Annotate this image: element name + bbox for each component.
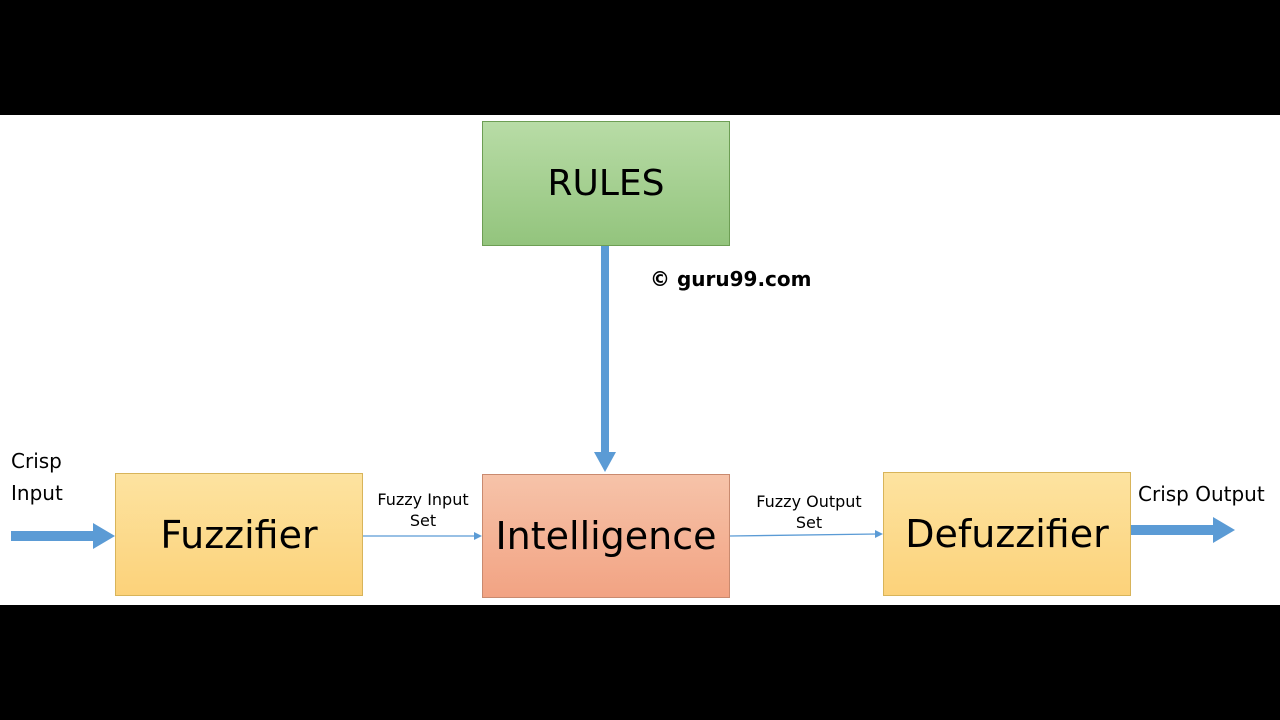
fuzzy-input-set-label: Fuzzy Input Set	[377, 490, 469, 530]
intelligence-label: Intelligence	[495, 514, 717, 558]
crisp-output-label: Crisp Output	[1138, 482, 1265, 506]
edge-rules-to-intelligence	[594, 246, 616, 472]
edge-defuzzifier-to-crisp-output	[1131, 517, 1235, 543]
intelligence-box: Intelligence	[482, 474, 730, 598]
defuzzifier-label: Defuzzifier	[905, 512, 1109, 556]
fuzzy-output-set-label: Fuzzy Output Set	[756, 492, 862, 532]
diagram-canvas: RULES © guru99.com Crisp Input Fuzzifier…	[0, 115, 1280, 605]
defuzzifier-box: Defuzzifier	[883, 472, 1131, 596]
rules-label: RULES	[547, 163, 665, 204]
edge-fuzzifier-to-intelligence	[363, 532, 482, 540]
rules-box: RULES	[482, 121, 730, 246]
edge-crisp-input-to-fuzzifier	[11, 523, 115, 549]
fuzzifier-box: Fuzzifier	[115, 473, 363, 596]
edge-intelligence-to-defuzzifier	[729, 530, 883, 538]
fuzzifier-label: Fuzzifier	[160, 512, 318, 557]
crisp-input-label: Crisp Input	[11, 449, 63, 505]
arrow-layer	[11, 246, 1235, 549]
watermark-text: © guru99.com	[650, 267, 812, 291]
